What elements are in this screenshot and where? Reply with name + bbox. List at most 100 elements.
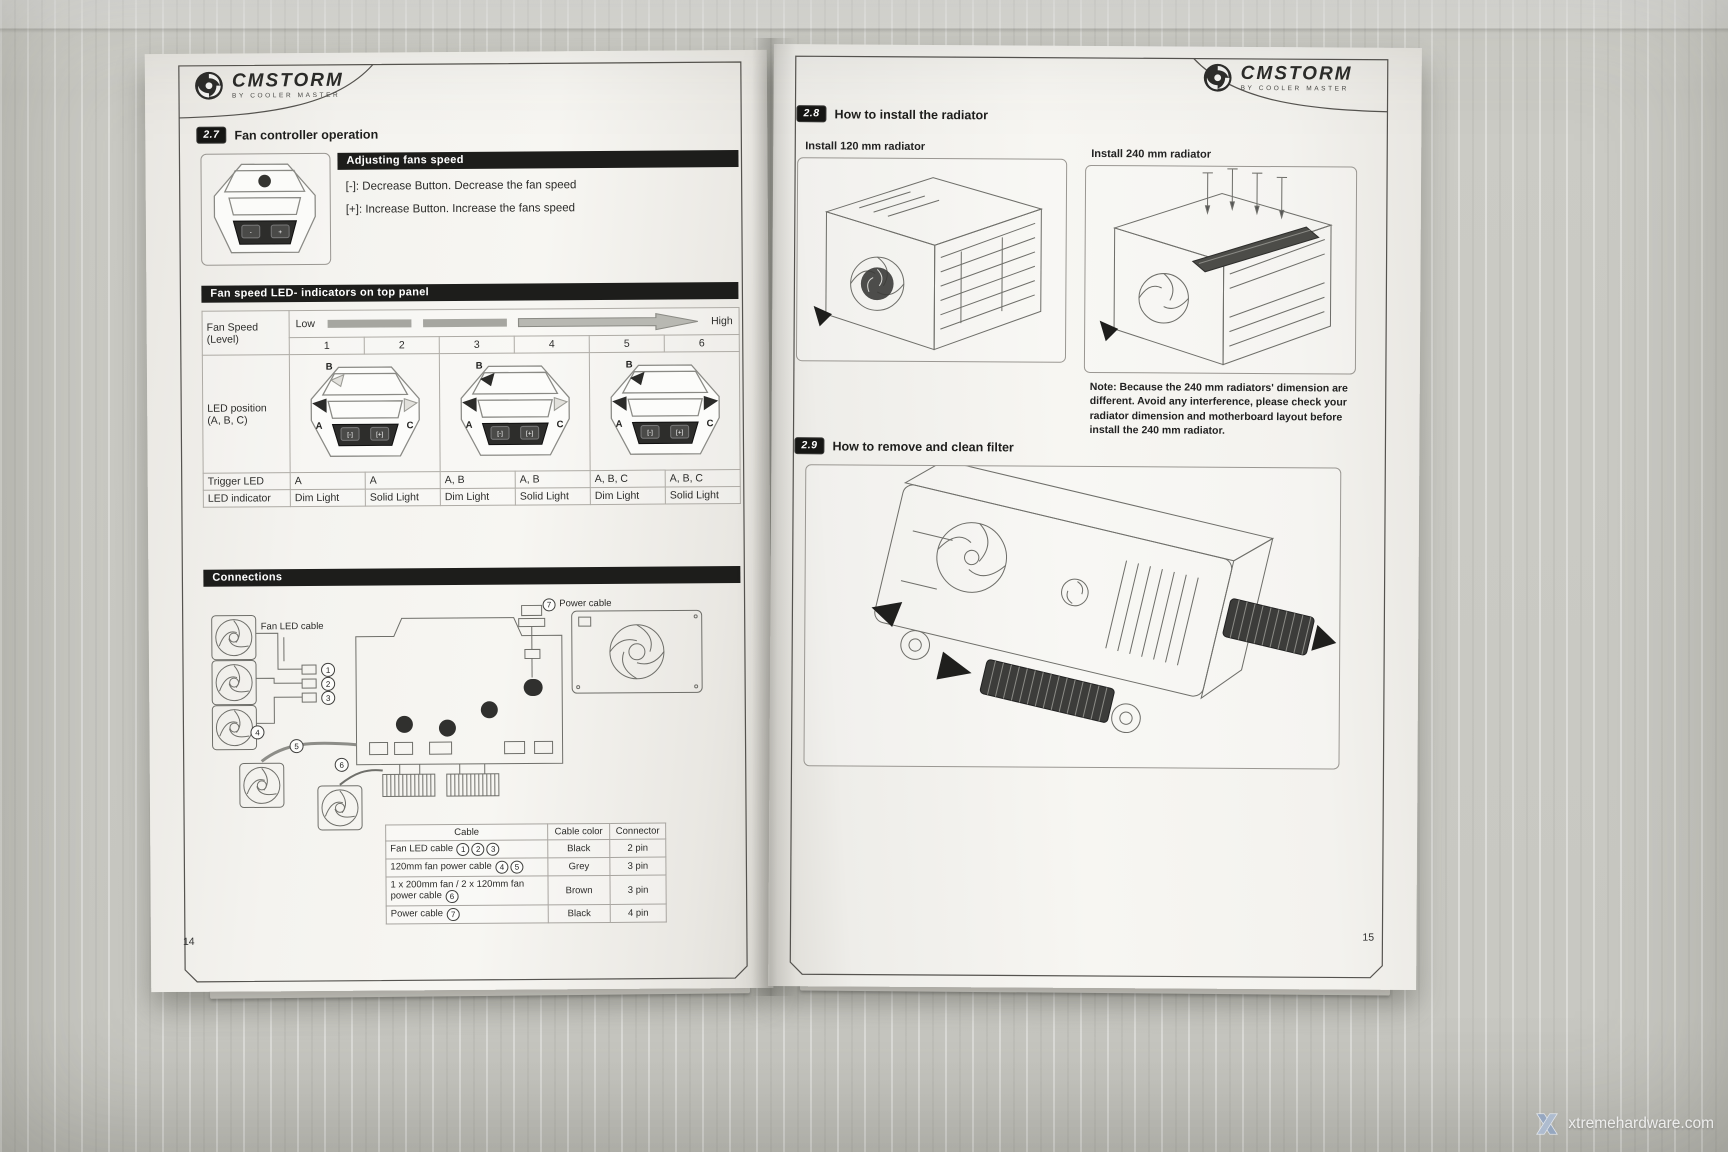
manual-left-page: CMSTORM BY COOLER MASTER 2.7 Fan control… xyxy=(144,49,774,993)
level-cell: 6 xyxy=(664,334,740,353)
svg-text:B: B xyxy=(625,359,632,370)
minus-button-glyph: - xyxy=(250,229,252,236)
connections-diagram: 1 2 3 4 5 6 xyxy=(211,604,703,831)
page-number-left: 14 xyxy=(182,935,195,948)
pull-arrow xyxy=(936,651,972,680)
trigger-led-cell: A, B, C xyxy=(665,469,741,488)
level-cell: 5 xyxy=(589,335,665,353)
brand-tagline: BY COOLER MASTER xyxy=(1240,84,1349,93)
led-panel-level12: A B C [-] [+] xyxy=(289,353,441,473)
svg-text:A: A xyxy=(315,421,322,432)
swirl-icon xyxy=(1203,63,1232,92)
svg-text:6: 6 xyxy=(339,761,344,770)
svg-text:1: 1 xyxy=(326,666,331,675)
section-badge: 2.9 xyxy=(795,438,824,454)
trigger-led-cell: A, B xyxy=(515,470,591,489)
trigger-led-label: Trigger LED xyxy=(203,472,291,491)
cable-row: Power cable 7 Black 4 pin xyxy=(386,904,667,925)
cable-table: Cable Cable color Connector Fan LED cabl… xyxy=(385,822,667,925)
cmstorm-logo: CMSTORM BY COOLER MASTER xyxy=(1202,62,1353,95)
level-cell: 4 xyxy=(514,335,590,354)
brand-name: CMSTORM xyxy=(1240,62,1353,85)
svg-text:C: C xyxy=(556,419,563,430)
high-label: High xyxy=(711,315,733,328)
radiator-120-illustration xyxy=(795,157,1068,363)
section-2-9-heading: 2.9 How to remove and clean filter xyxy=(795,438,1014,455)
dust-filter-panel xyxy=(1222,598,1315,656)
led-indicator-cell: Solid Light xyxy=(515,487,591,506)
plus-button-glyph: + xyxy=(278,229,282,236)
svg-text:[+]: [+] xyxy=(376,431,384,438)
svg-text:B: B xyxy=(475,361,482,372)
swirl-icon xyxy=(195,71,223,100)
trigger-led-cell: A, B xyxy=(440,471,516,489)
led-panel-level34: A B C [-] [+] xyxy=(439,352,591,472)
led-indicator-cell: Dim Light xyxy=(290,489,366,507)
section-badge: 2.8 xyxy=(797,106,826,122)
manual-right-page: CMSTORM BY COOLER MASTER 2.8 How to inst… xyxy=(768,44,1422,990)
increase-button-line: [+]: Increase Button. Increase the fans … xyxy=(345,202,576,216)
led-indicator-table: Fan Speed (Level) Low High xyxy=(201,307,741,508)
svg-text:[+]: [+] xyxy=(676,429,684,436)
svg-text:[+]: [+] xyxy=(526,430,534,437)
page-frame xyxy=(178,61,748,983)
power-cable-label: 7 Power cable xyxy=(542,598,612,612)
svg-text:B: B xyxy=(325,362,332,373)
filter-illustration xyxy=(803,460,1342,770)
svg-text:[-]: [-] xyxy=(647,430,653,437)
svg-text:5: 5 xyxy=(294,742,299,751)
fan-speed-label-cell: Fan Speed (Level) xyxy=(202,310,290,356)
svg-text:C: C xyxy=(406,420,413,431)
cable-header: Cable xyxy=(385,823,548,842)
level-cell: 3 xyxy=(439,336,515,354)
level-cell: 2 xyxy=(364,336,440,355)
watermark-text: xtremehardware.com xyxy=(1568,1115,1714,1132)
pull-arrow xyxy=(871,602,903,627)
led-indicator-label: LED indicator xyxy=(203,489,291,508)
level-cell: 1 xyxy=(289,337,365,355)
led-indicator-cell: Dim Light xyxy=(440,488,516,506)
trigger-led-cell: A xyxy=(365,471,441,490)
section-2-8-heading: 2.8 How to install the radiator xyxy=(797,106,988,122)
xtremehardware-x-icon xyxy=(1536,1113,1559,1135)
svg-text:A: A xyxy=(615,419,622,430)
svg-text:[-]: [-] xyxy=(497,431,503,438)
page-number-right: 15 xyxy=(1362,931,1375,944)
svg-text:C: C xyxy=(706,418,713,429)
section-badge: 2.7 xyxy=(197,127,226,143)
adjusting-fans-speed-bar: Adjusting fans speed xyxy=(337,150,739,170)
cmstorm-logo: CMSTORM BY COOLER MASTER xyxy=(193,69,344,102)
section-title: How to remove and clean filter xyxy=(832,438,1014,455)
led-panel-level56: A B C [-] [+] xyxy=(589,351,741,471)
direction-arrow xyxy=(813,305,833,327)
trigger-led-cell: A xyxy=(290,472,366,490)
watermark: xtremehardware.com xyxy=(1533,1110,1714,1138)
section-title: How to install the radiator xyxy=(834,106,989,122)
decrease-button-line: [-]: Decrease Button. Decrease the fan s… xyxy=(345,179,577,193)
led-indicator-cell: Solid Light xyxy=(365,488,441,507)
svg-text:3: 3 xyxy=(326,694,331,703)
install-120-label: Install 120 mm radiator xyxy=(805,140,926,153)
svg-text:A: A xyxy=(465,420,472,431)
pull-arrow xyxy=(1311,624,1337,651)
speed-arrow xyxy=(327,312,699,331)
cable-row: 1 x 200mm fan / 2 x 120mm fan power cabl… xyxy=(385,875,667,907)
led-indicator-cell: Solid Light xyxy=(665,486,741,505)
radiator-240-illustration xyxy=(1083,164,1358,375)
connector-header: Connector xyxy=(609,823,666,840)
section-2-7-heading: 2.7 Fan controller operation xyxy=(197,127,378,143)
svg-text:4: 4 xyxy=(255,728,260,737)
section-title: Fan controller operation xyxy=(234,127,379,143)
brand-name: CMSTORM xyxy=(231,69,344,92)
low-label: Low xyxy=(295,318,315,331)
fan-led-cable-label: Fan LED cable xyxy=(260,620,324,633)
install-240-label: Install 240 mm radiator xyxy=(1091,147,1212,161)
fan-controller-illustration: - + xyxy=(200,152,332,266)
brand-tagline: BY COOLER MASTER xyxy=(232,91,341,100)
speed-arrow-cell: Low High xyxy=(289,307,740,338)
cable-color-header: Cable color xyxy=(547,823,610,840)
svg-text:[-]: [-] xyxy=(347,432,353,439)
